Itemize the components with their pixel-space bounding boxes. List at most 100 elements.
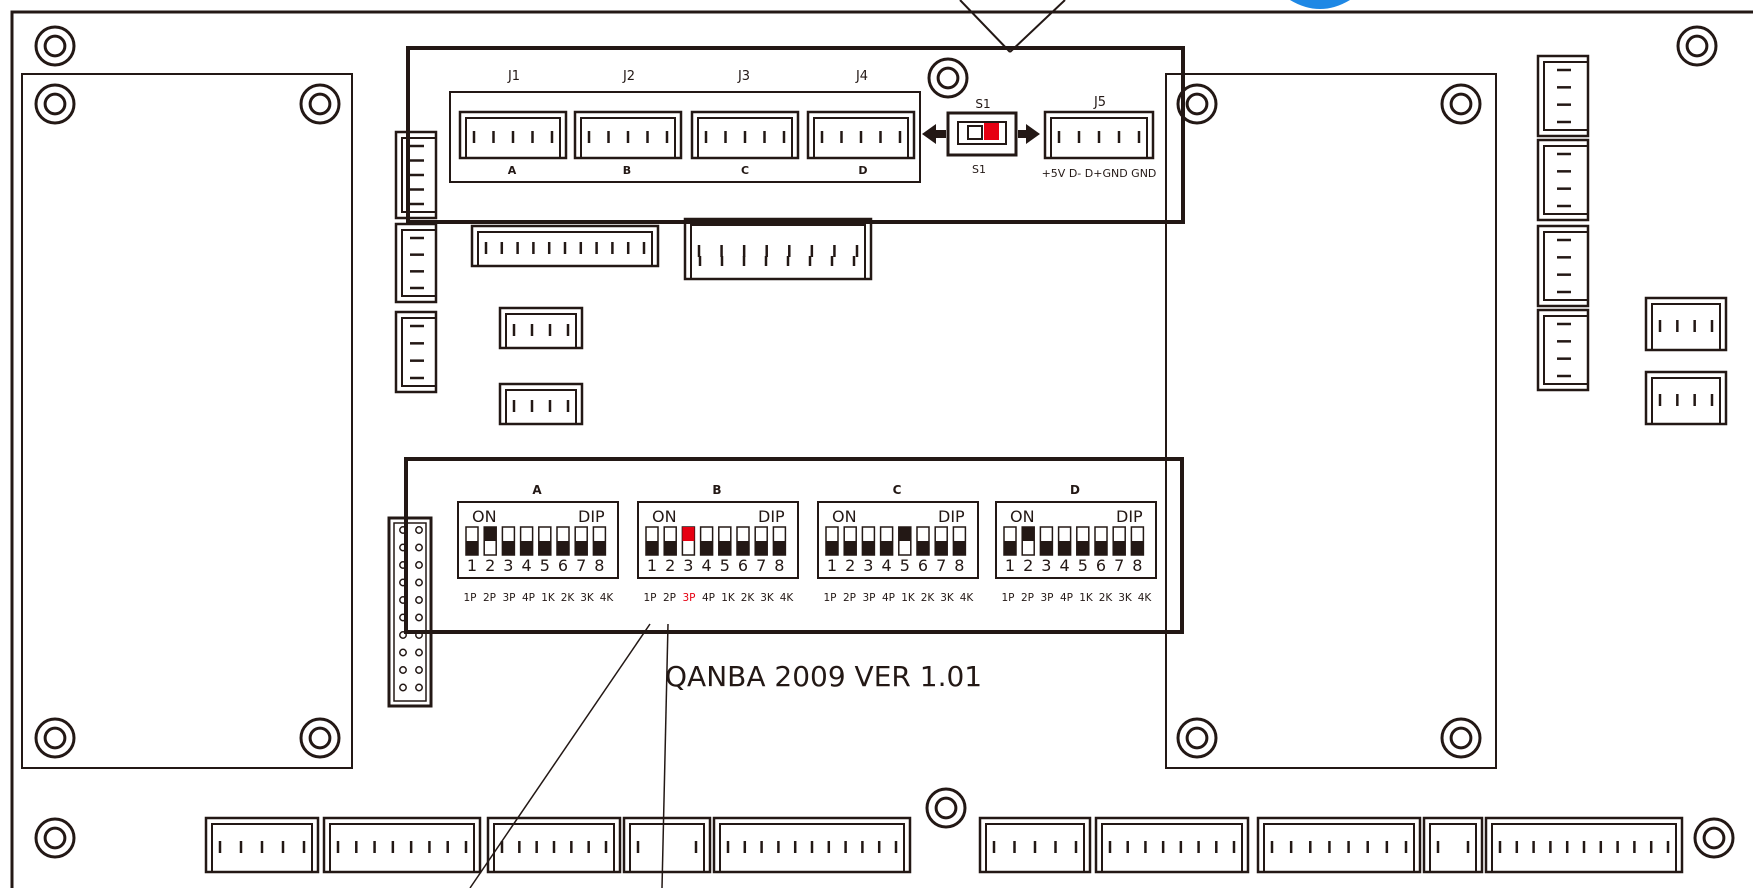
header-pin [415, 648, 423, 657]
arrow-left-icon [922, 124, 946, 144]
switch-body [957, 121, 1007, 145]
dip-function-label: 3P [1040, 592, 1053, 604]
dip-switch-knob-off [1076, 541, 1089, 555]
dip-function-label: 1K [721, 592, 736, 604]
dip-function-label: 1K [1079, 592, 1094, 604]
header-pin [399, 526, 407, 534]
dip-switch-knob-off [1113, 541, 1126, 555]
dip-switch-knob-off [773, 541, 786, 555]
arrow-right-icon [1018, 124, 1040, 144]
dip-switch-knob-off [664, 541, 677, 555]
connector-j2 [573, 110, 683, 160]
connector-block [449, 91, 921, 183]
mounting-hole [34, 83, 76, 125]
mounting-hole-inner [1185, 92, 1209, 116]
dip-group-letter: C [893, 483, 902, 497]
dip-switch-knob-off [466, 541, 478, 555]
header-pin [415, 666, 423, 674]
header-pin [415, 683, 423, 692]
dip-switch-number: 2 [1023, 556, 1033, 575]
mounting-hole-inner [1685, 34, 1709, 58]
connector-letter-d: D [858, 164, 867, 177]
dip-switch-knob-off [557, 541, 569, 555]
dip-function-label: 3P [682, 592, 695, 604]
dip-switch-number: 4 [1060, 556, 1070, 575]
connector-vertical [1536, 224, 1590, 308]
mounting-hole-inner [43, 826, 67, 850]
dip-switch-knob-off [1095, 541, 1107, 555]
mounting-hole-inner [1449, 726, 1473, 750]
dip-switch-knob-off [502, 541, 515, 555]
dip-dip-label: DIP [578, 507, 605, 526]
callout-line [959, 0, 1011, 53]
dip-switch-knob-off [826, 541, 838, 555]
dip-function-label: 4P [702, 592, 715, 604]
dip-switch-number: 7 [936, 556, 946, 575]
callout-line [1009, 0, 1066, 53]
right-panel [1165, 73, 1497, 769]
dip-function-label: 4K [960, 592, 975, 604]
connector-vertical [1536, 54, 1590, 138]
mounting-hole [34, 717, 76, 759]
dip-group-letter: D [1070, 483, 1080, 497]
mounting-hole-inner [308, 726, 332, 750]
dip-function-label: 2P [843, 592, 856, 604]
header-pin [415, 631, 423, 639]
header-pin [399, 631, 407, 639]
connector-vertical [394, 310, 438, 394]
dip-switch-knob-off [1131, 541, 1144, 555]
mounting-hole [1693, 817, 1735, 859]
dip-dip-label: DIP [938, 507, 965, 526]
header-pin [399, 683, 407, 692]
mounting-hole [1676, 25, 1718, 67]
dip-outline [457, 501, 619, 579]
dip-function-label: 2K [1099, 592, 1114, 604]
connector-vertical [1536, 138, 1590, 222]
connector-j4 [806, 110, 916, 160]
dip-switch-knob-off [646, 541, 658, 555]
header-j3: J3 [737, 69, 750, 84]
dip-switch-knob-off [1058, 541, 1071, 555]
mounting-hole [34, 817, 76, 859]
mounting-hole [299, 83, 341, 125]
switch-slot [967, 125, 983, 140]
mounting-hole-inner [1449, 92, 1473, 116]
header-pin [399, 613, 407, 622]
connector-j1 [458, 110, 568, 160]
dip-switch-knob-on [484, 527, 497, 541]
connector-bottom [322, 816, 482, 874]
mounting-hole-inner [308, 92, 332, 116]
dip-switch-knob-off [917, 541, 929, 555]
dip-switch-knob-off [755, 541, 768, 555]
dip-switch-knob-off [593, 541, 606, 555]
connector-4pin [1644, 296, 1728, 352]
header-pin [399, 666, 407, 674]
mounting-hole [925, 787, 967, 829]
mounting-hole-inner [43, 34, 67, 58]
header-j1: J1 [507, 69, 520, 84]
header-pin [415, 543, 423, 552]
dip-switch-number: 3 [683, 556, 693, 575]
connector-bottom [486, 816, 622, 874]
dip-switch-number: 7 [576, 556, 586, 575]
dip-function-label: 4K [780, 592, 795, 604]
connector-letter-b: B [623, 164, 631, 177]
dip-switch-number: 1 [647, 556, 657, 575]
mounting-hole-inner [936, 66, 960, 90]
dip-switch-knob-off [575, 541, 588, 555]
mounting-hole [1176, 717, 1218, 759]
connector-vertical [394, 130, 438, 220]
dip-function-label: 2K [561, 592, 576, 604]
dip-switch-number: 8 [594, 556, 604, 575]
dip-switch-knob-off [935, 541, 948, 555]
dip-function-label: 4K [600, 592, 615, 604]
switch-housing [946, 111, 1018, 157]
dip-switch-knob-off [718, 541, 731, 555]
header-pin [399, 578, 407, 587]
dip-function-label: 4K [1138, 592, 1153, 604]
connector-vertical [394, 222, 438, 304]
connector-bottom [204, 816, 320, 874]
dip-switch-number: 5 [720, 556, 730, 575]
